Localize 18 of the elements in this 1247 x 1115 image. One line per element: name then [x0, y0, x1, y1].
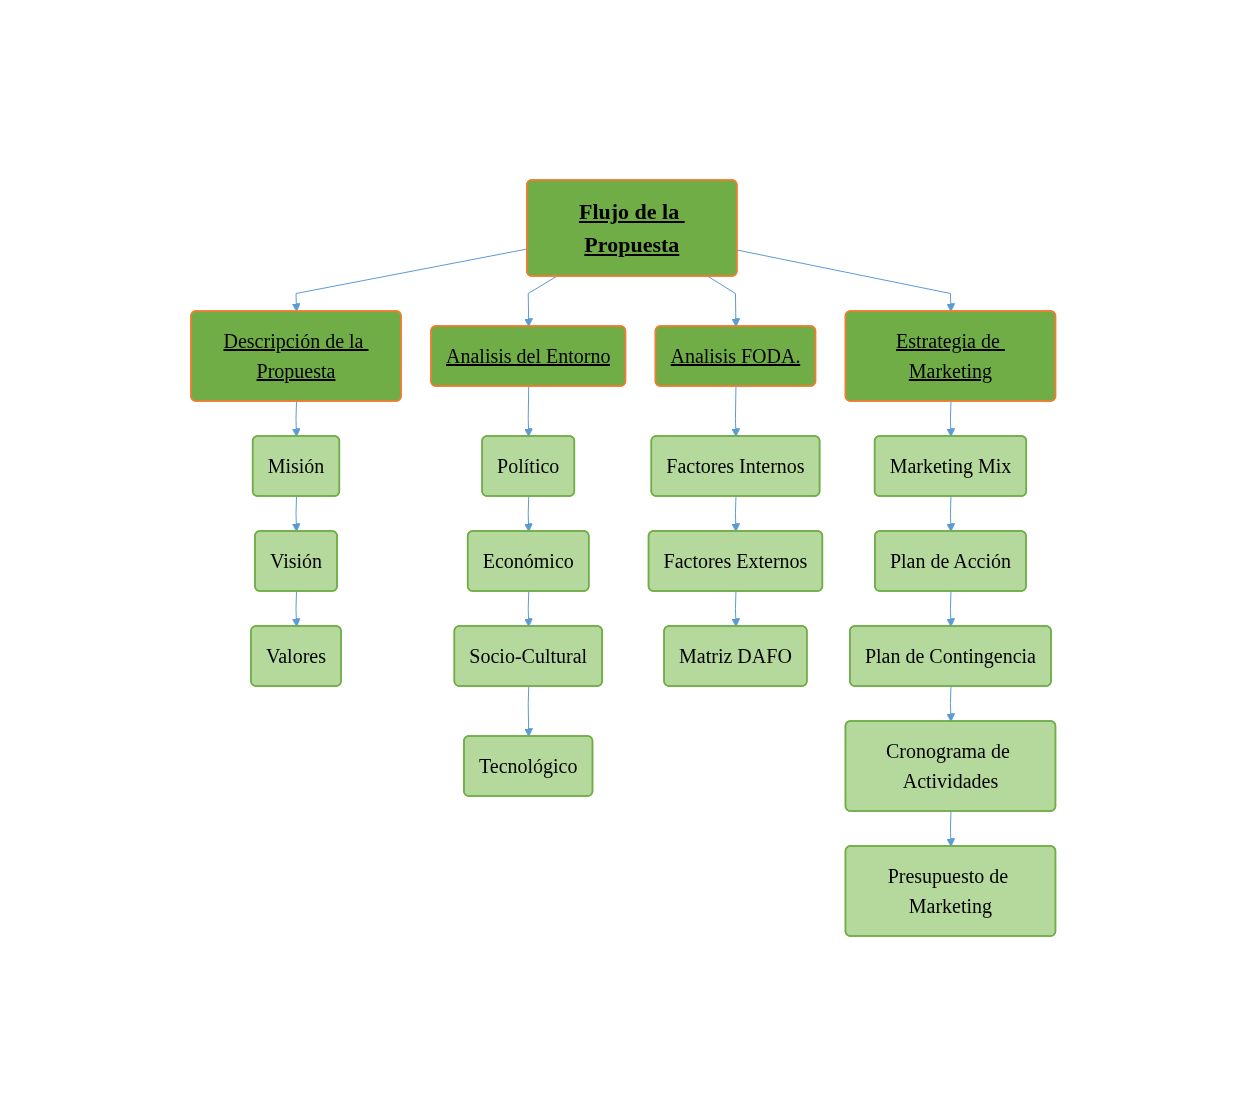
- arrow: [946, 590, 956, 627]
- arrow: [946, 495, 956, 532]
- arrow: [524, 685, 534, 737]
- arrow: [292, 590, 301, 627]
- arrow: [524, 495, 534, 532]
- arrow: [946, 400, 956, 437]
- arrow: [946, 685, 956, 722]
- arrow: [292, 400, 301, 437]
- arrow: [731, 495, 741, 532]
- arrow: [524, 275, 558, 327]
- arrow: [292, 495, 301, 532]
- arrow: [737, 249, 956, 312]
- arrow: [731, 590, 741, 627]
- arrow: [731, 385, 741, 437]
- arrow: [708, 275, 741, 327]
- arrow: [524, 590, 534, 627]
- arrow: [946, 810, 956, 847]
- arrow: [524, 385, 534, 437]
